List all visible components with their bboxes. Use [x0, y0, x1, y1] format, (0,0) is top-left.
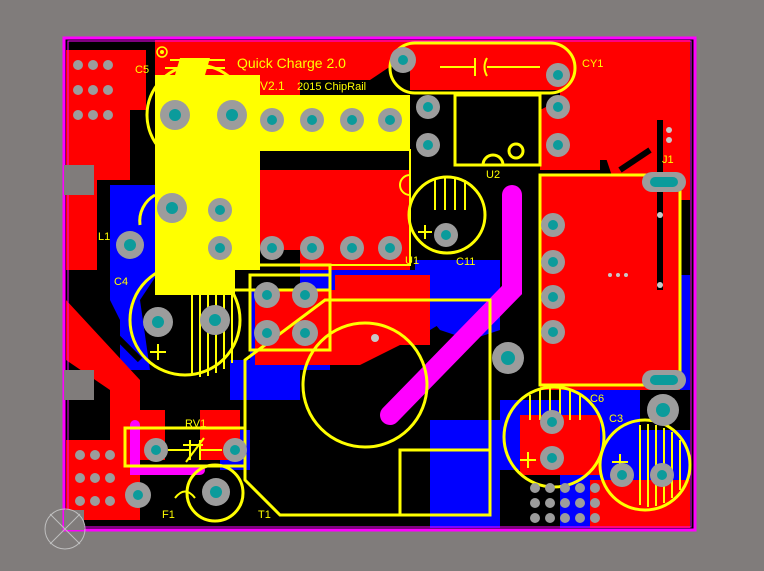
label-u2: U2 — [486, 169, 500, 181]
pads — [73, 47, 686, 523]
label-c11: C11 — [456, 256, 475, 268]
label-c5: C5 — [135, 64, 149, 76]
origin-marker-icon — [44, 508, 86, 550]
edge-notch-left-2 — [64, 370, 94, 400]
label-j1: J1 — [662, 154, 674, 166]
label-u1: U1 — [405, 255, 419, 267]
u2-notch — [481, 153, 505, 166]
u2-outline — [453, 93, 542, 167]
label-c3: C3 — [609, 413, 623, 425]
label-t1: T1 — [258, 509, 271, 521]
bridge-pins — [254, 282, 318, 346]
t1-core-outline — [301, 321, 429, 449]
board-copyright: 2015 ChipRail — [297, 81, 366, 93]
top-copper-layer — [66, 40, 690, 528]
u2-pin1-dot — [507, 142, 525, 160]
chiprail-logo-icon — [156, 46, 220, 90]
board-outline — [62, 36, 697, 532]
board-version: V2.1 — [260, 79, 285, 93]
copper-traces — [97, 120, 663, 363]
pad-group-bottom-left — [75, 450, 115, 506]
via-field-bottom-right — [530, 483, 600, 523]
label-rv1: RV1 — [185, 418, 206, 430]
silkscreen-outlines — [123, 41, 692, 523]
edge-notch-left — [64, 165, 94, 195]
rv1-symbol — [168, 437, 222, 499]
c11-outline — [407, 175, 487, 255]
label-cy1: CY1 — [582, 58, 603, 70]
pad-group-top-left — [73, 60, 113, 120]
keepout-traces — [130, 185, 522, 475]
board-outline-inner — [67, 40, 692, 528]
c4-outline — [128, 263, 242, 377]
label-l1: L1 — [98, 231, 110, 243]
cy1-outline — [388, 41, 577, 95]
board-title: Quick Charge 2.0 — [237, 55, 346, 71]
transformer-pins — [157, 100, 402, 260]
bridge-outline — [248, 273, 332, 352]
label-c6: C6 — [590, 393, 604, 405]
j1-outline — [538, 173, 682, 387]
c3-outline — [598, 418, 692, 512]
small-vias — [371, 127, 672, 342]
t1-corner — [398, 448, 492, 517]
j1-pins — [541, 172, 686, 390]
l1-arc — [138, 193, 156, 226]
label-c4: C4 — [114, 276, 128, 288]
label-f1: F1 — [162, 509, 175, 521]
misc-pins — [116, 47, 679, 508]
